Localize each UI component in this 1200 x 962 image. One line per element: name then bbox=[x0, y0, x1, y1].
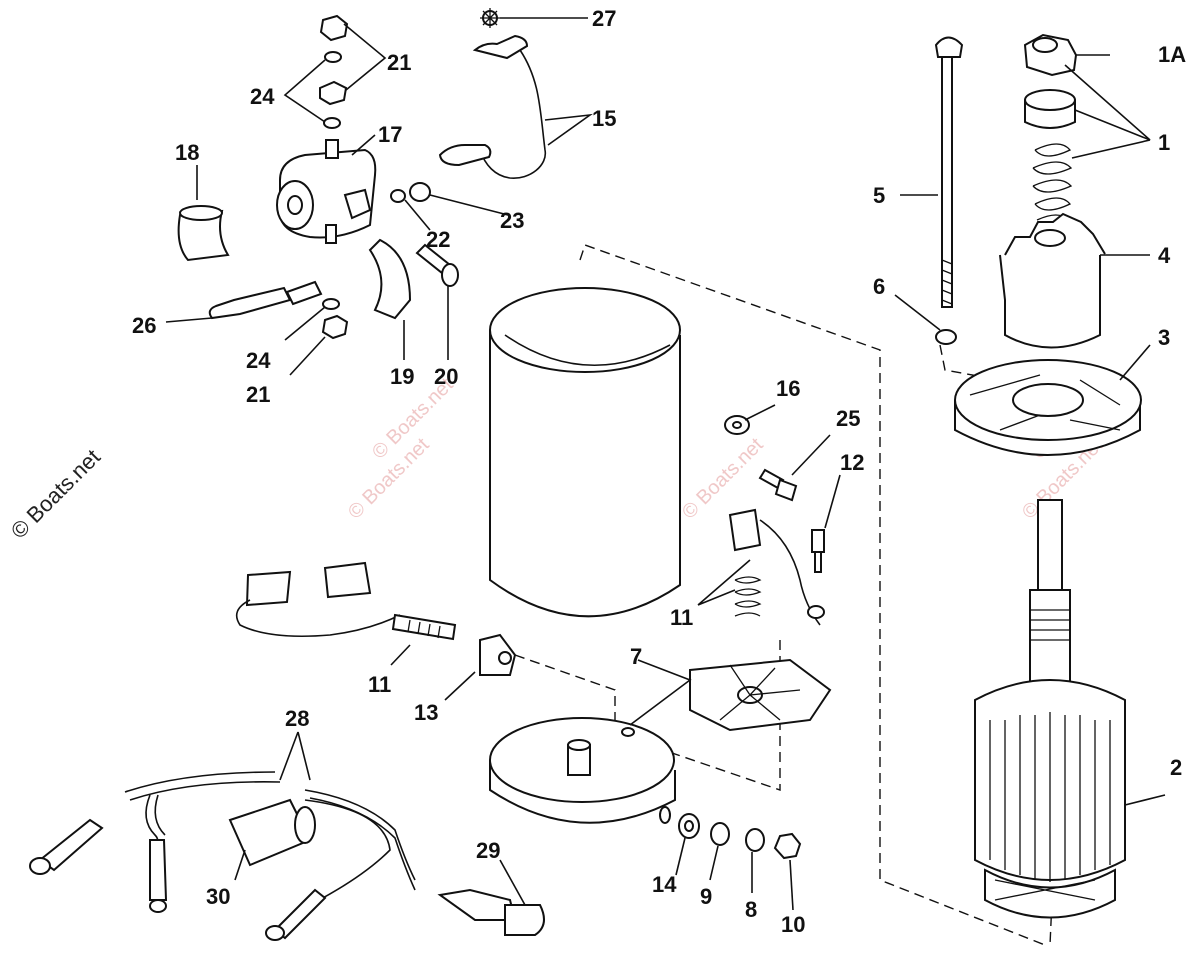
callout-24-upper: 24 bbox=[250, 84, 275, 109]
callout-9: 9 bbox=[700, 884, 712, 909]
callout-14: 14 bbox=[652, 872, 677, 897]
brush-assembly-11-lower bbox=[235, 561, 457, 641]
callout-26: 26 bbox=[132, 313, 156, 338]
commutator-end-cap bbox=[489, 717, 676, 824]
cable-15 bbox=[438, 34, 546, 179]
terminal-26 bbox=[208, 280, 323, 320]
callout-15: 15 bbox=[592, 106, 616, 131]
screw-20 bbox=[415, 243, 459, 287]
callout-23: 23 bbox=[500, 208, 524, 233]
callout-24-lower: 24 bbox=[246, 348, 271, 373]
washer-nut-22-23 bbox=[390, 182, 431, 203]
callout-19: 19 bbox=[390, 364, 414, 389]
callout-1A: 1A bbox=[1158, 42, 1186, 67]
washer-16 bbox=[724, 415, 750, 435]
callout-22: 22 bbox=[426, 227, 450, 252]
nuts-washers-lower bbox=[321, 298, 349, 340]
callout-2: 2 bbox=[1170, 755, 1182, 780]
callout-20: 20 bbox=[434, 364, 458, 389]
callout-3: 3 bbox=[1158, 325, 1170, 350]
screw-25 bbox=[758, 468, 798, 502]
nuts-washers-top bbox=[319, 14, 349, 129]
callout-11-upper: 11 bbox=[670, 605, 693, 630]
brush-spring-11-upper bbox=[728, 508, 825, 626]
callout-18: 18 bbox=[175, 140, 199, 165]
callout-11-lower: 11 bbox=[368, 672, 391, 697]
brush-plate-7 bbox=[689, 658, 832, 732]
callout-10: 10 bbox=[781, 912, 805, 937]
callout-13: 13 bbox=[414, 700, 438, 725]
washer-6 bbox=[935, 329, 957, 345]
screw-12 bbox=[811, 529, 825, 573]
callout-28: 28 bbox=[285, 706, 309, 731]
callout-30: 30 bbox=[206, 884, 230, 909]
battery-cables-28 bbox=[29, 771, 545, 941]
watermark-text-dark: © Boats.net bbox=[6, 444, 105, 543]
callout-1: 1 bbox=[1158, 130, 1170, 155]
field-frame-housing bbox=[489, 287, 681, 618]
clamp-19 bbox=[368, 238, 412, 320]
callout-12: 12 bbox=[840, 450, 864, 475]
solenoid-17 bbox=[276, 139, 377, 244]
drive-pinion-4 bbox=[999, 212, 1106, 349]
callout-21-upper: 21 bbox=[387, 50, 411, 75]
armature-2 bbox=[974, 499, 1126, 919]
sleeve-30 bbox=[228, 798, 316, 867]
bracket-13 bbox=[479, 633, 517, 676]
callout-labels: 27 21 24 17 15 18 22 23 26 24 21 19 20 1… bbox=[132, 6, 1186, 937]
callout-4: 4 bbox=[1158, 243, 1171, 268]
callout-6: 6 bbox=[873, 274, 885, 299]
washers-nut-14-9-8-10 bbox=[678, 813, 802, 860]
callout-7: 7 bbox=[630, 644, 642, 669]
callout-16: 16 bbox=[776, 376, 800, 401]
star-washer-27 bbox=[480, 8, 500, 28]
callout-25: 25 bbox=[836, 406, 860, 431]
end-cap-3 bbox=[954, 359, 1142, 456]
boot-18 bbox=[177, 205, 230, 262]
nut-spacer-spring-1 bbox=[1023, 33, 1078, 221]
callout-27: 27 bbox=[592, 6, 616, 31]
callout-29: 29 bbox=[476, 838, 500, 863]
callout-17: 17 bbox=[378, 122, 402, 147]
callout-5: 5 bbox=[873, 183, 885, 208]
callout-8: 8 bbox=[745, 897, 757, 922]
through-bolt-5 bbox=[934, 36, 964, 308]
leader-lines bbox=[165, 17, 1166, 911]
callout-21-lower: 21 bbox=[246, 382, 270, 407]
